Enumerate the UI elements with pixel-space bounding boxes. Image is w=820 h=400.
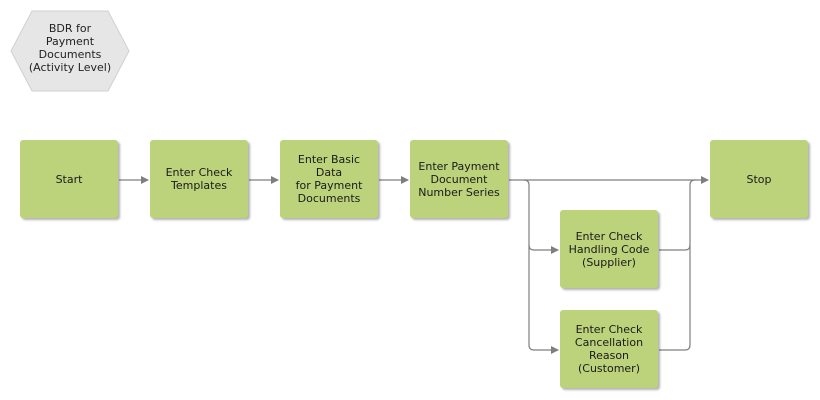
node-stop-label: Stop: [746, 172, 772, 186]
node-enter-payment-document-number-series[interactable]: Enter Payment Document Number Series: [410, 140, 508, 218]
diagram-title: BDR for Payment Documents (Activity Leve…: [28, 22, 112, 74]
node-enter-check-templates-label: Enter Check Templates: [165, 166, 233, 192]
node-enter-payment-document-number-series-label: Enter Payment Document Number Series: [418, 159, 500, 199]
node-enter-basic-data[interactable]: Enter Basic Data for Payment Documents: [280, 140, 378, 218]
node-enter-basic-data-label: Enter Basic Data for Payment Documents: [295, 153, 363, 205]
node-enter-check-cancellation-reason[interactable]: Enter Check Cancellation Reason (Custome…: [560, 310, 658, 388]
connector-split-to-handling: [523, 179, 559, 254]
node-start[interactable]: Start: [20, 140, 118, 218]
connector-cancellation-to-join: [659, 245, 691, 351]
diagram-header-hexagon: [10, 10, 130, 92]
node-enter-check-handling-code-label: Enter Check Handling Code (Supplier): [568, 229, 650, 269]
node-enter-check-handling-code[interactable]: Enter Check Handling Code (Supplier): [560, 210, 658, 288]
node-stop[interactable]: Stop: [710, 140, 808, 218]
node-enter-check-templates[interactable]: Enter Check Templates: [150, 140, 248, 218]
node-start-label: Start: [55, 172, 83, 186]
connector-handling-to-join: [659, 179, 696, 251]
node-enter-check-cancellation-reason-label: Enter Check Cancellation Reason (Custome…: [574, 323, 644, 375]
connector-split-to-cancellation: [528, 245, 559, 354]
